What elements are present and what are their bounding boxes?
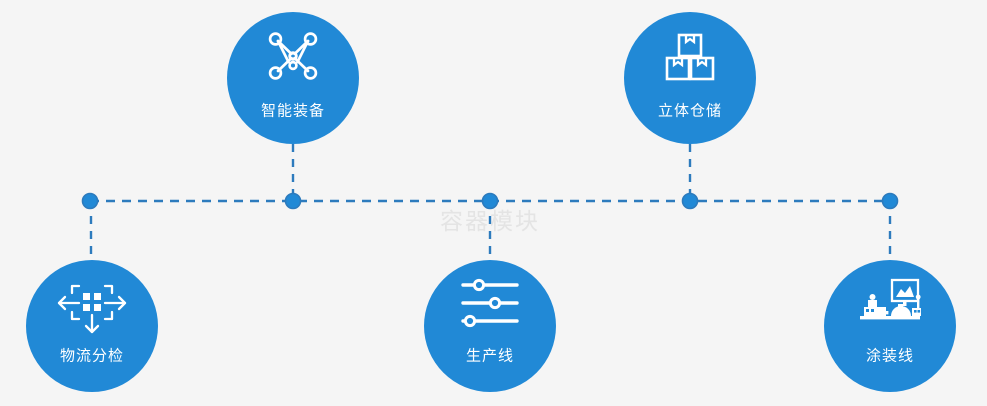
- sliders-icon: [461, 278, 519, 328]
- stacked-boxes-icon: [665, 33, 715, 81]
- factory-machine-icon: [860, 278, 921, 320]
- node-circle-smart-equipment[interactable]: [227, 12, 359, 144]
- junction-dots: [81, 192, 899, 210]
- junction-dot-left-end: [81, 192, 99, 210]
- junction-dot-warehouse: [681, 192, 699, 210]
- sorting-arrows-icon: [57, 284, 127, 334]
- node-circle-coating-line[interactable]: [824, 260, 956, 392]
- node-circle-production-line[interactable]: [424, 260, 556, 392]
- junction-dot-smart-equipment: [284, 192, 302, 210]
- junction-dot-right-end: [881, 192, 899, 210]
- junction-dot-production-line: [481, 192, 499, 210]
- network-nodes-icon: [268, 32, 318, 80]
